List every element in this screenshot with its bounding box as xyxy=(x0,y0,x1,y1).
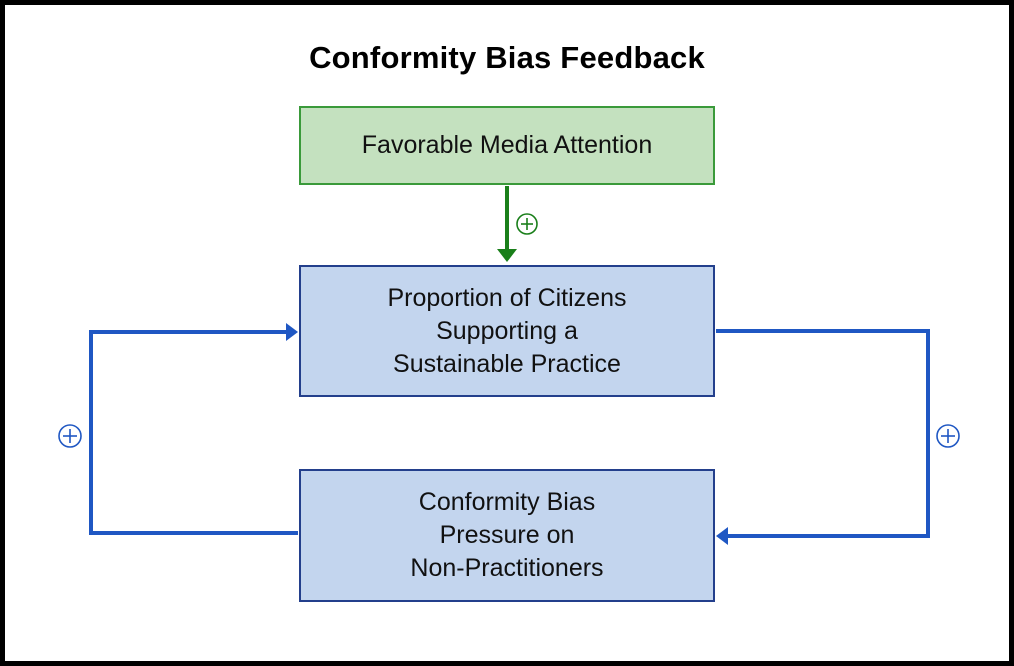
node-label-line: Proportion of Citizens xyxy=(387,283,627,312)
link-conformity-to-proportion xyxy=(58,323,298,535)
node-favorable-media-attention: Favorable Media Attention xyxy=(299,106,715,185)
link-proportion-to-conformity xyxy=(716,329,960,545)
node-label-line: Sustainable Practice xyxy=(393,349,621,378)
polarity-plus-icon xyxy=(936,424,960,448)
node-conformity-bias-pressure: Conformity Bias Pressure on Non-Practiti… xyxy=(299,469,715,602)
node-label-line: Supporting a xyxy=(436,316,578,345)
arrowhead-icon xyxy=(497,249,517,262)
link-line xyxy=(89,330,298,535)
polarity-plus-icon xyxy=(516,213,538,235)
diagram-title: Conformity Bias Feedback xyxy=(309,40,705,75)
link-media-to-proportion xyxy=(497,186,538,262)
arrowhead-icon xyxy=(286,323,298,341)
node-proportion-of-citizens: Proportion of Citizens Supporting a Sust… xyxy=(299,265,715,397)
polarity-plus-icon xyxy=(58,424,82,448)
node-label-line: Non-Practitioners xyxy=(410,554,604,582)
node-label: Favorable Media Attention xyxy=(361,131,653,159)
arrowhead-icon xyxy=(716,527,728,545)
node-label-line: Pressure on xyxy=(439,521,575,549)
link-line xyxy=(716,329,930,538)
node-label-line: Conformity Bias xyxy=(418,488,596,516)
